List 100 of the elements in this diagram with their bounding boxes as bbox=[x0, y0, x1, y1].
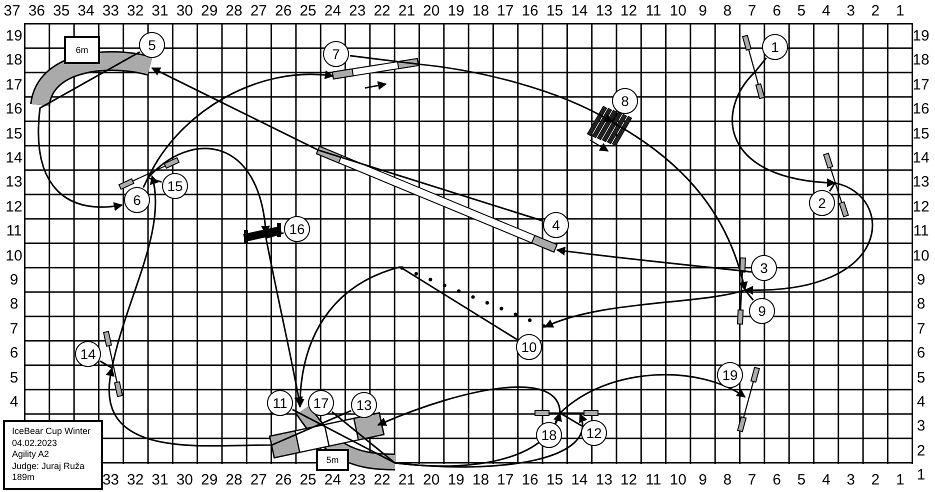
grid-number: 18 bbox=[912, 52, 930, 68]
grid-number: 15 bbox=[6, 126, 22, 142]
number-circle: 12 bbox=[581, 420, 607, 446]
grid-number: 21 bbox=[398, 4, 416, 18]
course-path bbox=[38, 51, 140, 211]
length-tag: 5m bbox=[316, 449, 349, 471]
grid-number: 34 bbox=[78, 4, 94, 18]
course-path bbox=[377, 386, 582, 427]
info-text: Agility A2 bbox=[12, 449, 50, 461]
grid-number: 37 bbox=[4, 4, 20, 18]
grid-number: 16 bbox=[522, 4, 538, 18]
number-circle: 18 bbox=[536, 422, 562, 448]
number-circle: 4 bbox=[543, 212, 569, 238]
info-text: IceBear Cup Winter bbox=[12, 426, 92, 438]
grid-number: 16 bbox=[522, 472, 538, 488]
course-path bbox=[151, 67, 543, 222]
grid-number: 14 bbox=[912, 150, 930, 166]
grid-number: 10 bbox=[670, 472, 686, 488]
grid-number: 20 bbox=[423, 472, 440, 488]
grid-number: 30 bbox=[176, 472, 194, 488]
grid-number: 27 bbox=[250, 4, 268, 18]
number-circle: 16 bbox=[284, 216, 310, 242]
grid-number: 17 bbox=[497, 4, 514, 18]
grid-number: 19 bbox=[912, 28, 930, 44]
grid-number: 13 bbox=[6, 174, 22, 190]
grid-number: 23 bbox=[349, 4, 366, 18]
grid-number: 6 bbox=[916, 346, 926, 361]
number-circle: 1 bbox=[762, 34, 788, 60]
grid-number: 35 bbox=[52, 4, 70, 18]
number-circle: 14 bbox=[75, 341, 101, 367]
grid-number: 32 bbox=[127, 472, 144, 488]
grid-number: 5 bbox=[797, 472, 806, 488]
grid-number: 4 bbox=[916, 394, 926, 410]
number-circle: 17 bbox=[308, 390, 334, 416]
number-circle: 3 bbox=[751, 255, 777, 281]
course-path bbox=[554, 374, 746, 423]
grid-number: 2 bbox=[871, 4, 880, 18]
grid-number: 28 bbox=[226, 4, 242, 18]
grid-number: 17 bbox=[912, 77, 930, 92]
info-text: 04.02.2023 bbox=[12, 438, 58, 450]
grid-number: 7 bbox=[748, 472, 756, 488]
number-circle: 6 bbox=[124, 187, 150, 213]
grid-number: 2 bbox=[916, 443, 926, 458]
grid-number: 19 bbox=[6, 28, 22, 44]
course-path bbox=[292, 408, 586, 468]
grid-number: 3 bbox=[916, 418, 926, 434]
grid-number: 33 bbox=[102, 472, 120, 488]
grid-number: 7 bbox=[916, 321, 926, 336]
course-path bbox=[350, 54, 613, 123]
grid-number: 18 bbox=[6, 52, 22, 68]
grid-number: 4 bbox=[822, 472, 830, 488]
grid-number: 27 bbox=[250, 472, 268, 488]
number-circle: 10 bbox=[516, 334, 542, 360]
grid-number: 9 bbox=[698, 472, 707, 488]
number-circle: 19 bbox=[717, 362, 743, 388]
grid-number: 13 bbox=[912, 174, 930, 190]
grid-number: 1 bbox=[916, 468, 926, 483]
grid-number: 24 bbox=[324, 4, 342, 18]
grid-number: 33 bbox=[102, 4, 120, 18]
grid-number: 14 bbox=[571, 4, 588, 18]
grid-number: 16 bbox=[912, 102, 930, 117]
grid-number: 8 bbox=[723, 4, 732, 18]
grid-number: 11 bbox=[6, 224, 22, 239]
course-path bbox=[556, 246, 752, 273]
number-circle: 7 bbox=[323, 41, 349, 67]
grid-number: 18 bbox=[472, 4, 490, 18]
grid-number: 17 bbox=[6, 77, 22, 92]
grid-number: 9 bbox=[698, 4, 707, 18]
grid-number: 29 bbox=[201, 4, 218, 18]
grid-number: 10 bbox=[912, 248, 930, 264]
grid-number: 5 bbox=[916, 370, 926, 386]
grid-number: 23 bbox=[349, 472, 366, 488]
grid-number: 25 bbox=[300, 472, 316, 488]
grid-number: 15 bbox=[546, 472, 564, 488]
grid-number: 11 bbox=[646, 4, 662, 18]
grid-number: 12 bbox=[912, 199, 930, 214]
grid-number: 26 bbox=[275, 4, 292, 18]
grid-number: 1 bbox=[896, 472, 904, 488]
grid-number: 14 bbox=[571, 472, 588, 488]
grid-number: 13 bbox=[596, 472, 612, 488]
grid-number: 8 bbox=[723, 472, 732, 488]
grid-number: 20 bbox=[423, 4, 440, 18]
grid-number: 8 bbox=[10, 296, 18, 312]
grid-number: 6 bbox=[10, 346, 18, 361]
grid-number: 6 bbox=[772, 472, 781, 488]
grid-number: 31 bbox=[152, 4, 168, 18]
grid-number: 14 bbox=[6, 150, 22, 166]
course-path bbox=[106, 367, 352, 447]
number-circle: 13 bbox=[351, 392, 377, 418]
course-path bbox=[732, 57, 836, 187]
course-path bbox=[142, 70, 334, 188]
grid-number: 6 bbox=[772, 4, 781, 18]
grid-number: 9 bbox=[10, 272, 18, 288]
grid-number: 28 bbox=[226, 472, 242, 488]
length-tag: 6m bbox=[64, 36, 100, 64]
course-path bbox=[611, 112, 748, 291]
grid-number: 5 bbox=[797, 4, 806, 18]
grid-number: 8 bbox=[916, 296, 926, 312]
grid-number: 16 bbox=[6, 102, 22, 117]
grid-number: 19 bbox=[448, 472, 464, 488]
